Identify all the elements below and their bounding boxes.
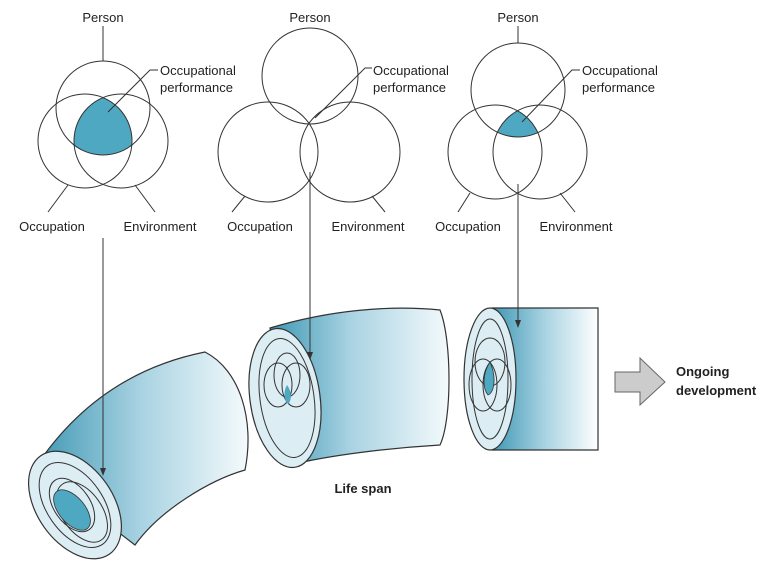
occupation-label: Occupation: [435, 219, 501, 234]
occupational-performance-label: Occupational: [373, 63, 449, 78]
environment-circle: [73, 93, 169, 189]
occupation-circle: [37, 93, 133, 189]
environment-label: Environment: [332, 219, 405, 234]
arrowhead-icon: [515, 320, 521, 328]
environment-circle: [492, 104, 588, 200]
occupational-performance-region: [483, 361, 495, 396]
occupational-performance-region: [300, 102, 318, 124]
occupational-performance-region: [74, 94, 132, 155]
ongoing-development-arrow-icon: [614, 356, 666, 407]
ongoing-development-label-2: development: [676, 383, 757, 398]
tube-segment-3: [463, 307, 599, 451]
person-label: Person: [82, 10, 123, 25]
venn-1: Person Occupational performance Occupati…: [19, 10, 236, 234]
occupational-performance-label-2: performance: [373, 80, 446, 95]
tube-segment-2: [248, 307, 450, 469]
environment-label: Environment: [124, 219, 197, 234]
occupational-performance-region: [493, 105, 542, 137]
environment-label: Environment: [540, 219, 613, 234]
ongoing-development-label: Ongoing: [676, 364, 729, 379]
occupation-circle: [217, 101, 319, 203]
person-label: Person: [289, 10, 330, 25]
person-circle: [261, 27, 359, 125]
occupation-label: Occupation: [19, 219, 85, 234]
tube-segment-1: [27, 351, 249, 560]
occupation-label: Occupation: [227, 219, 293, 234]
occupational-performance-region: [284, 385, 291, 404]
connector-arrows: [100, 172, 521, 476]
occupation-circle: [447, 104, 543, 200]
venn-3: Person Occupational performance Occupati…: [435, 10, 658, 234]
occupational-performance-label-2: performance: [582, 80, 655, 95]
environment-circle: [299, 101, 401, 203]
occupational-performance-label-2: performance: [160, 80, 233, 95]
life-span-label: Life span: [334, 481, 391, 496]
venn-2: Person Occupational performance Occupati…: [217, 10, 449, 234]
occupational-performance-label: Occupational: [582, 63, 658, 78]
person-label: Person: [497, 10, 538, 25]
occupational-performance-region: [53, 489, 91, 531]
arrowhead-icon: [307, 352, 313, 360]
occupational-performance-label: Occupational: [160, 63, 236, 78]
arrowhead-icon: [100, 468, 106, 476]
